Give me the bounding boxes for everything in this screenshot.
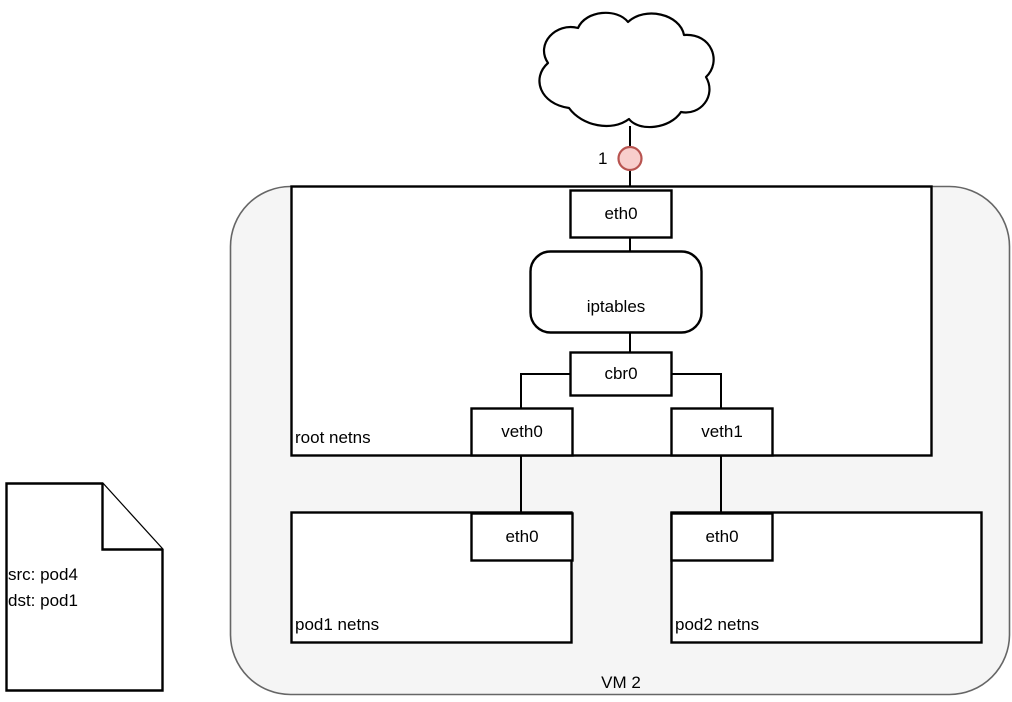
vm-container-label: VM 2 <box>601 673 641 692</box>
cbr0-label: cbr0 <box>604 364 638 383</box>
veth1-label: veth1 <box>701 422 743 441</box>
endpoint-1-shape[interactable] <box>617 145 643 172</box>
veth0-label: veth0 <box>501 422 543 441</box>
cbr0-to-veth1-link <box>671 373 722 408</box>
pod2-eth0-label: eth0 <box>705 527 739 546</box>
iptables-label: iptables <box>586 297 646 316</box>
veth1-shape[interactable] <box>670 407 774 457</box>
host-eth0-label: eth0 <box>604 204 638 223</box>
root-netns-label: root netns <box>295 428 371 447</box>
note-fold-icon <box>101 483 163 551</box>
veth0-shape[interactable] <box>470 407 574 457</box>
iptables-shape[interactable] <box>529 250 703 334</box>
pod1-eth0-shape[interactable] <box>470 512 574 562</box>
pod2-netns-label: pod2 netns <box>675 615 760 634</box>
pod1-netns-label: pod1 netns <box>295 615 380 634</box>
note-shape[interactable] <box>5 482 164 692</box>
note-line-2: dst: pod1 <box>8 591 78 610</box>
cbr0-to-veth0-link <box>520 373 570 408</box>
endpoint-label: 1 <box>598 149 608 168</box>
host-eth0-shape[interactable] <box>569 189 673 239</box>
pod1-eth0-label: eth0 <box>505 527 539 546</box>
note-line-1: src: pod4 <box>8 565 78 584</box>
cbr0-shape[interactable] <box>569 351 673 397</box>
internet-cloud-shape[interactable] <box>538 11 715 129</box>
pod2-eth0-shape[interactable] <box>670 512 774 562</box>
